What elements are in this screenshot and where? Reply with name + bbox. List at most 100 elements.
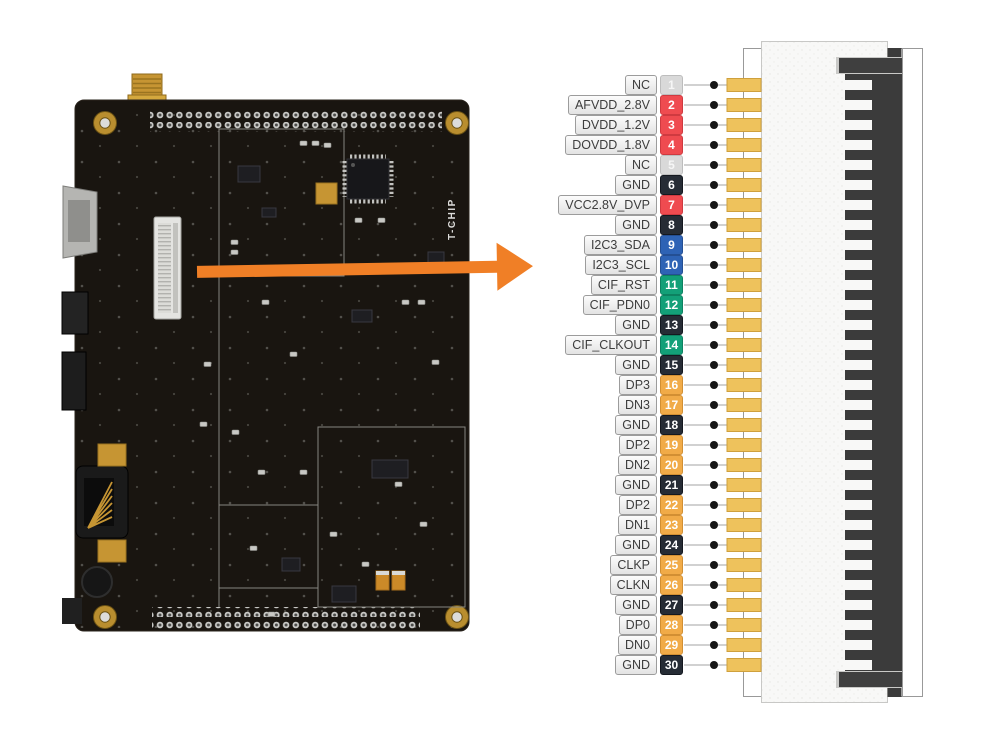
smd-component bbox=[401, 299, 410, 305]
pin-dot-13 bbox=[710, 321, 718, 329]
pin-pad-4 bbox=[726, 138, 762, 152]
comb-gap bbox=[845, 440, 872, 450]
pin-number-21: 21 bbox=[660, 475, 683, 495]
pin-graphics bbox=[684, 78, 762, 672]
pin-dot-4 bbox=[710, 141, 718, 149]
comb-gap bbox=[845, 400, 872, 410]
smd-component bbox=[230, 239, 239, 245]
comb-gap bbox=[845, 200, 872, 210]
pin-label-30: GND bbox=[615, 655, 657, 675]
pin-label-11: CIF_RST bbox=[590, 275, 657, 295]
pin-label-21: GND bbox=[615, 475, 657, 495]
pin-pad-15 bbox=[726, 358, 762, 372]
pin-number-3: 3 bbox=[660, 115, 683, 135]
pin-dot-22 bbox=[710, 501, 718, 509]
pin-label-28: DP0 bbox=[618, 615, 657, 635]
smd-component bbox=[261, 207, 277, 218]
smd-component bbox=[331, 585, 357, 603]
comb-gap bbox=[845, 340, 872, 350]
gold-pad bbox=[97, 539, 127, 563]
pin-pad-1 bbox=[726, 78, 762, 92]
pin-dot-29 bbox=[710, 641, 718, 649]
pin-label-23: DN1 bbox=[617, 515, 657, 535]
pin-dot-11 bbox=[710, 281, 718, 289]
pin-number-16: 16 bbox=[660, 375, 683, 395]
pin-number-22: 22 bbox=[660, 495, 683, 515]
pin-label-10: I2C3_SCL bbox=[585, 255, 657, 275]
smd-component bbox=[249, 545, 258, 551]
board-texture bbox=[78, 103, 466, 628]
pin-number-8: 8 bbox=[660, 215, 683, 235]
pin-dot-28 bbox=[710, 621, 718, 629]
header-hole-rows bbox=[150, 109, 442, 630]
smd-component bbox=[371, 459, 409, 479]
smd-component bbox=[311, 140, 320, 146]
pin-dot-16 bbox=[710, 381, 718, 389]
smd-component bbox=[199, 421, 208, 427]
pin-label-8: GND bbox=[615, 215, 657, 235]
pin-label-29: DN0 bbox=[617, 635, 657, 655]
pin-pad-24 bbox=[726, 538, 762, 552]
pin-dot-10 bbox=[710, 261, 718, 269]
pin-number-1: 1 bbox=[660, 75, 683, 95]
pin-label-17: DN3 bbox=[617, 395, 657, 415]
pin-pad-30 bbox=[726, 658, 762, 672]
pin-dot-3 bbox=[710, 121, 718, 129]
pin-pad-11 bbox=[726, 278, 762, 292]
pin-label-7: VCC2.8V_DVP bbox=[558, 195, 657, 215]
pin-pad-26 bbox=[726, 578, 762, 592]
comb-gap bbox=[845, 80, 872, 90]
pin-label-13: GND bbox=[615, 315, 657, 335]
pin-dot-24 bbox=[710, 541, 718, 549]
pin-pad-9 bbox=[726, 238, 762, 252]
pin-label-9: I2C3_SDA bbox=[583, 235, 657, 255]
comb-gap bbox=[845, 240, 872, 250]
pin-pad-21 bbox=[726, 478, 762, 492]
pin-label-4: DOVDD_1.8V bbox=[565, 135, 657, 155]
comb-gap bbox=[845, 540, 872, 550]
pcb-board-photo: T-CHIP bbox=[61, 73, 470, 632]
comb-gap bbox=[845, 180, 872, 190]
pin-label-27: GND bbox=[615, 595, 657, 615]
comb-gap bbox=[845, 260, 872, 270]
pin-dot-18 bbox=[710, 421, 718, 429]
pin-number-30: 30 bbox=[660, 655, 683, 675]
pin-pad-29 bbox=[726, 638, 762, 652]
smd-component bbox=[267, 611, 276, 617]
pin-pad-17 bbox=[726, 398, 762, 412]
pin-number-25: 25 bbox=[660, 555, 683, 575]
pin-label-5: NC bbox=[624, 155, 657, 175]
side-connector bbox=[61, 351, 87, 411]
comb-gap bbox=[845, 480, 872, 490]
smd-component bbox=[203, 361, 212, 367]
smd-component bbox=[289, 351, 298, 357]
pin-label-25: CLKP bbox=[610, 555, 657, 575]
smd-component bbox=[394, 481, 403, 487]
latch-tab-top bbox=[839, 58, 902, 73]
pin-number-12: 12 bbox=[660, 295, 683, 315]
pin-label-15: GND bbox=[615, 355, 657, 375]
pin-pad-20 bbox=[726, 458, 762, 472]
gold-pad bbox=[315, 182, 338, 205]
pin-number-19: 19 bbox=[660, 435, 683, 455]
comb-gap bbox=[845, 520, 872, 530]
pin-number-20: 20 bbox=[660, 455, 683, 475]
pin-number-18: 18 bbox=[660, 415, 683, 435]
silkscreen-text: T-CHIP bbox=[447, 198, 458, 240]
pin-dot-26 bbox=[710, 581, 718, 589]
pin-pad-8 bbox=[726, 218, 762, 232]
pin-dot-15 bbox=[710, 361, 718, 369]
pin-label-1: NC bbox=[624, 75, 657, 95]
pin-pad-14 bbox=[726, 338, 762, 352]
smd-component bbox=[431, 359, 440, 365]
pin-dot-1 bbox=[710, 81, 718, 89]
smd-component bbox=[299, 469, 308, 475]
pin-pad-3 bbox=[726, 118, 762, 132]
comb-gap bbox=[845, 580, 872, 590]
pin-dot-2 bbox=[710, 101, 718, 109]
pin-pad-2 bbox=[726, 98, 762, 112]
pin-dot-21 bbox=[710, 481, 718, 489]
pin-label-18: GND bbox=[615, 415, 657, 435]
pin-number-11: 11 bbox=[660, 275, 683, 295]
